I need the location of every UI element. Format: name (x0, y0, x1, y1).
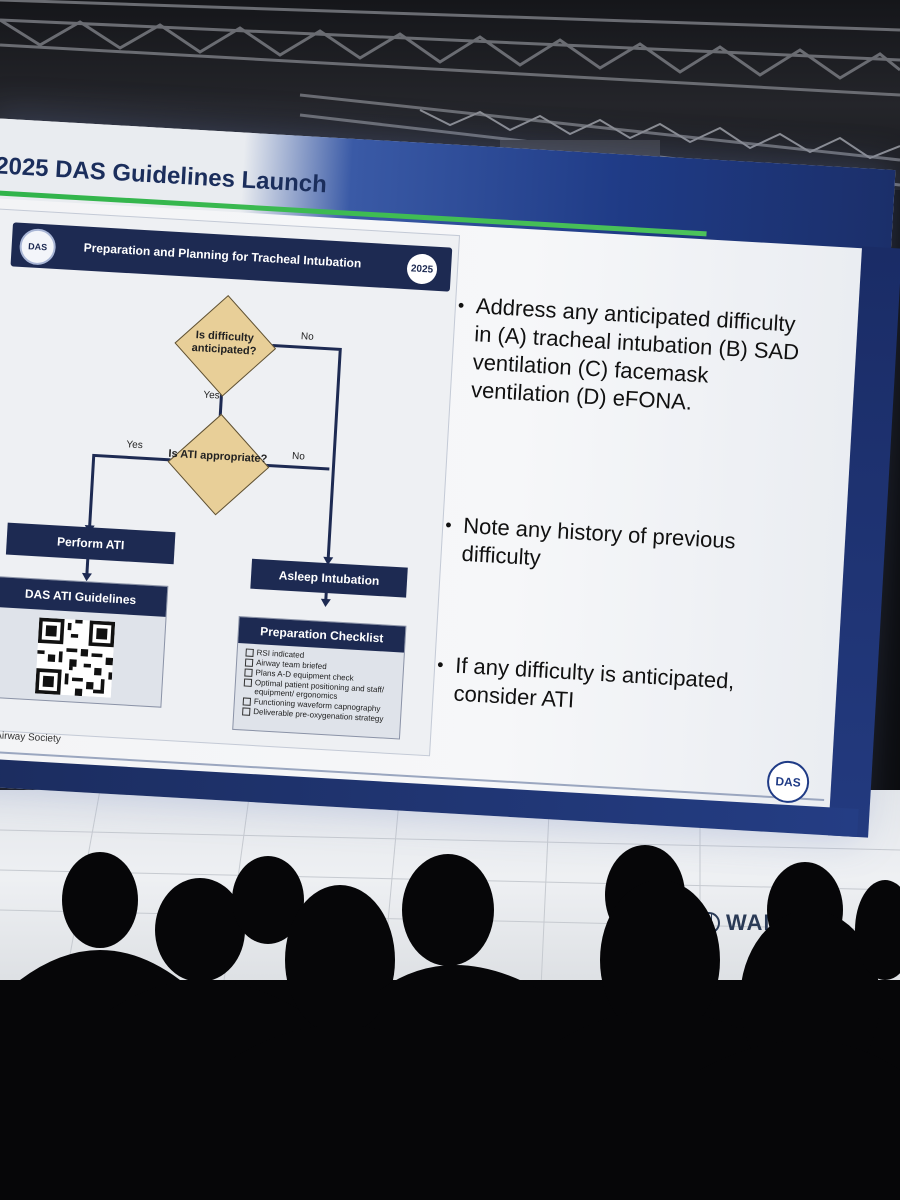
edge-label-no-1: No (301, 331, 314, 343)
bullet-dot-icon: • (457, 291, 465, 319)
bullet-item: • If any difficulty is anticipated, cons… (439, 651, 782, 726)
slide-side-band (828, 246, 900, 837)
checkbox-icon (242, 707, 250, 715)
preparation-checklist-card: Preparation Checklist RSI indicated Airw… (232, 616, 406, 739)
bullet-item: • Address any anticipated difficulty in … (456, 291, 802, 422)
checkbox-icon (244, 668, 252, 676)
bullet-dot-icon: • (445, 511, 453, 539)
qr-code-icon[interactable] (35, 618, 115, 698)
slide-canvas: 2025 DAS Guidelines Launch DAS Preparati… (0, 118, 895, 837)
audience-silhouettes (0, 840, 900, 1200)
checkbox-icon (245, 658, 253, 666)
edge-label-yes-2: Yes (126, 439, 143, 451)
bullet-dot-icon: • (436, 651, 444, 679)
projected-slide: 2025 DAS Guidelines Launch DAS Preparati… (0, 118, 900, 870)
checkbox-icon (243, 697, 251, 705)
das-ati-guidelines-card: DAS ATI Guidelines (0, 576, 168, 708)
edge-label-yes-1: Yes (203, 390, 220, 402)
checkbox-icon (245, 648, 253, 656)
checklist-items: RSI indicated Airway team briefed Plans … (242, 647, 404, 724)
bullet-item: • Note any history of previous difficult… (447, 511, 790, 586)
flowchart-panel: DAS Preparation and Planning for Trachea… (0, 209, 460, 757)
slide-bottom-band (0, 757, 859, 837)
checkbox-icon (244, 678, 252, 686)
edge-label-no-2: No (292, 451, 305, 463)
